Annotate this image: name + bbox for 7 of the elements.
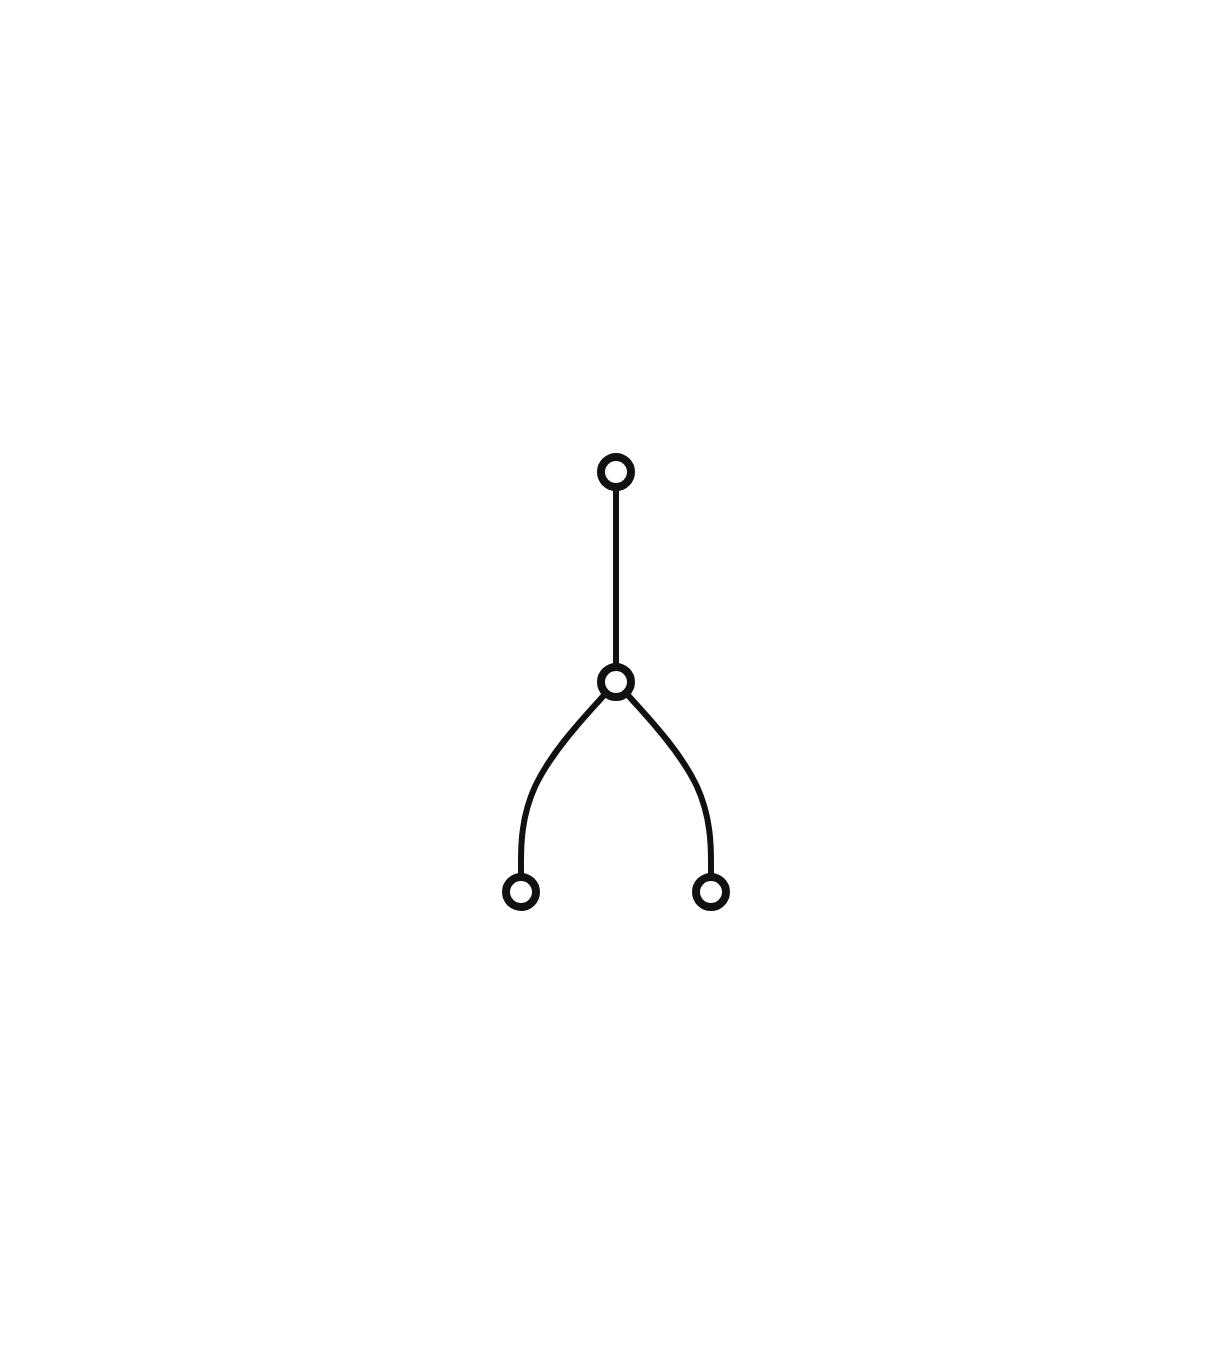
connector [613,487,619,667]
connector [518,691,609,877]
connector [623,691,714,877]
node-circle [597,663,635,701]
node-circle [597,453,635,491]
node-circle [692,873,730,911]
node-circle [502,873,540,911]
